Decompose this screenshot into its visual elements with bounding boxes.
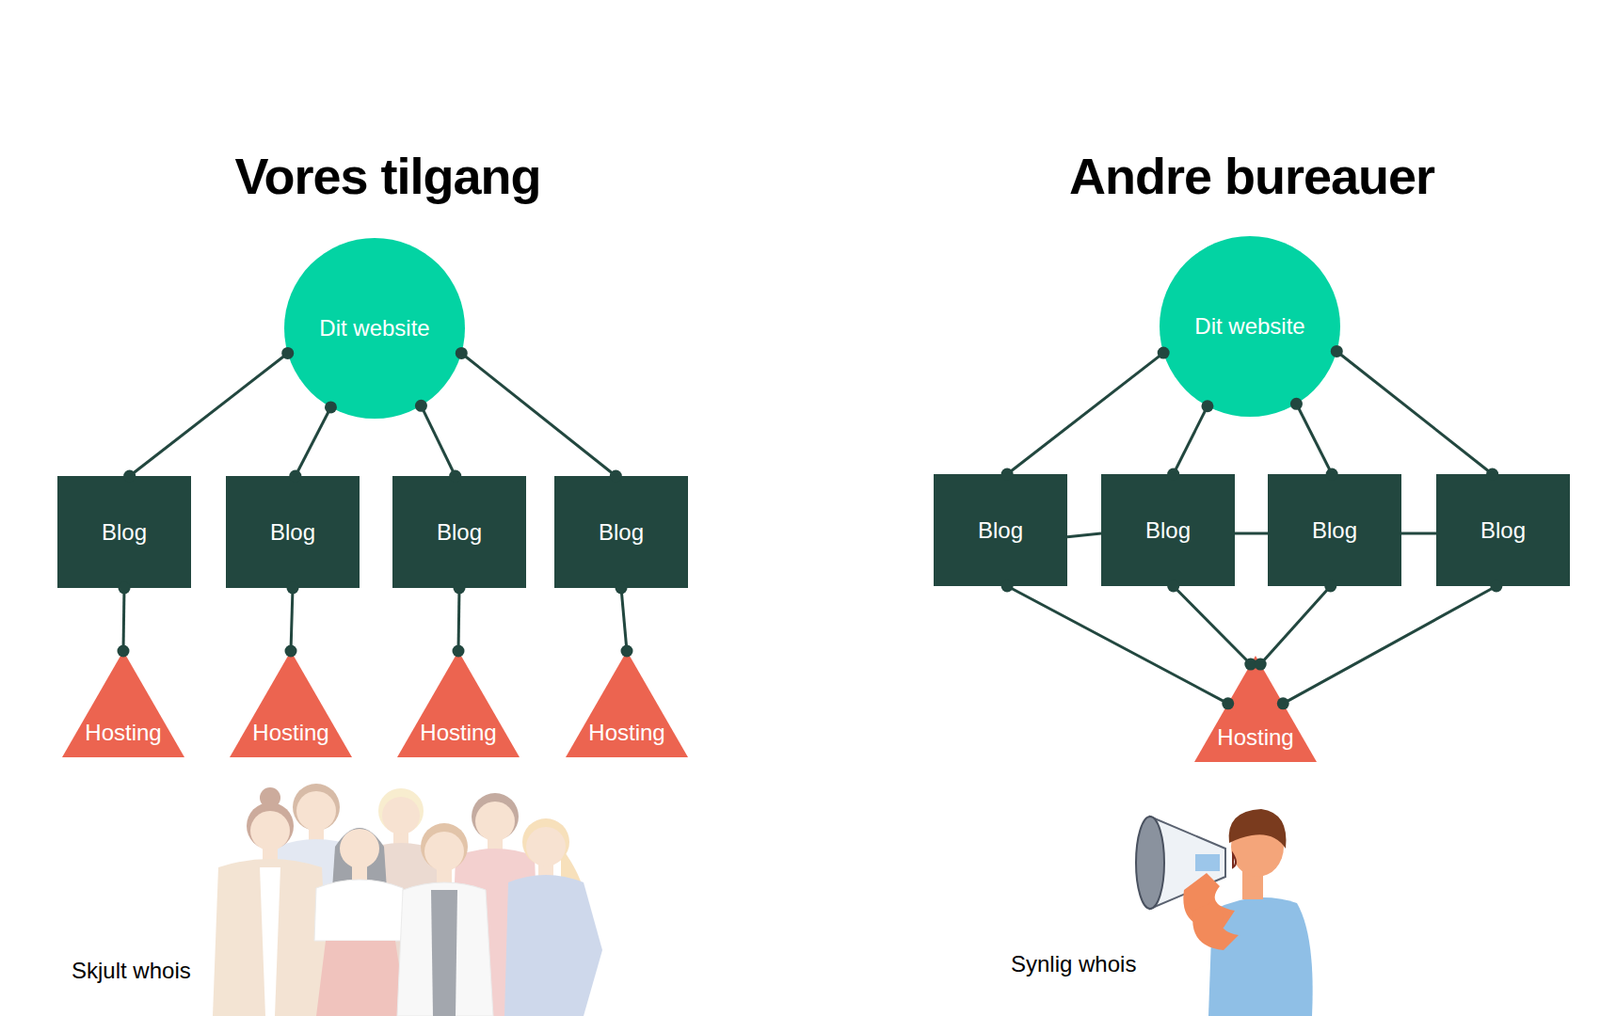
- node-label: Hosting: [588, 720, 665, 747]
- hosting-triangle: Hosting: [565, 651, 688, 758]
- hosting-triangle: Hosting: [229, 651, 352, 758]
- panel-heading: Vores tilgang: [234, 146, 541, 206]
- connector-dot: [1167, 580, 1180, 593]
- hosting-triangle: Hosting: [62, 651, 185, 758]
- website-circle: Dit website: [1159, 236, 1341, 417]
- whois-note: Skjult whois: [71, 958, 192, 985]
- node-title: Blog: [270, 519, 316, 546]
- connector-dot: [453, 582, 466, 595]
- blog-box: Blog: [554, 476, 688, 589]
- connector-line: [1296, 403, 1332, 475]
- connector-line: [461, 352, 616, 477]
- connector-dot: [1330, 345, 1344, 358]
- person: [504, 818, 603, 1016]
- connector-dot: [415, 400, 428, 413]
- connector-dot: [621, 645, 634, 658]
- connector-dot: [1221, 697, 1234, 710]
- hosting-triangle: Hosting: [1194, 656, 1317, 763]
- node-label: Hosting: [419, 720, 496, 747]
- connector-dot: [1157, 347, 1170, 360]
- connector-dot: [1290, 398, 1303, 411]
- node-title: Dit website: [1194, 313, 1305, 340]
- whois-note: Synlig whois: [1010, 951, 1136, 978]
- connector-dot: [452, 645, 465, 658]
- connector-dot: [1326, 468, 1339, 481]
- connector-line: [290, 588, 293, 652]
- blog-box: Blog: [1436, 474, 1570, 587]
- connector-dot: [285, 645, 298, 658]
- connector-line: [1336, 351, 1492, 475]
- connector-dot: [1200, 400, 1214, 413]
- connector-dot: [1167, 468, 1180, 481]
- connector-line: [1401, 532, 1437, 536]
- megaphone-man: [1136, 809, 1313, 1016]
- connector-line: [1173, 586, 1251, 665]
- node-title: Dit website: [319, 315, 430, 342]
- node-title: Blog: [436, 519, 482, 546]
- blog-box: Blog: [1267, 474, 1402, 587]
- connector-dot: [1277, 697, 1290, 710]
- connector-line: [621, 588, 627, 652]
- blog-box: Blog: [392, 476, 527, 589]
- node-title: Blog: [1312, 517, 1358, 544]
- hosting-triangle: Hosting: [397, 651, 520, 758]
- connector-dot: [448, 470, 462, 483]
- connector-line: [1067, 533, 1102, 538]
- people-group: [212, 784, 603, 1016]
- node-label: Hosting: [252, 720, 329, 747]
- person: [314, 828, 407, 1016]
- connector-dot: [615, 582, 628, 595]
- website-circle: Dit website: [284, 238, 465, 419]
- node-title: Blog: [598, 519, 644, 546]
- connector-line: [123, 588, 125, 652]
- connector-dot: [324, 400, 337, 414]
- connector-line: [420, 405, 455, 477]
- node-label: Hosting: [1216, 724, 1294, 752]
- connector-dot: [288, 470, 302, 483]
- connector-dot: [1489, 580, 1503, 593]
- connector-dot: [1001, 468, 1014, 481]
- node-title: Blog: [1480, 517, 1526, 544]
- blog-box: Blog: [933, 474, 1068, 587]
- connector-line: [295, 407, 332, 477]
- connector-line: [1260, 586, 1331, 665]
- blog-box: Blog: [225, 476, 360, 589]
- connector-line: [1007, 352, 1164, 475]
- connector-line: [1173, 406, 1208, 475]
- connector-dot: [287, 582, 300, 595]
- connector-dot: [117, 645, 130, 658]
- node-title: Blog: [101, 519, 147, 546]
- connector-line: [1282, 586, 1497, 704]
- connector-line: [129, 352, 288, 477]
- connector-dot: [281, 347, 294, 360]
- node-label: Hosting: [84, 720, 161, 747]
- node-title: Blog: [1145, 517, 1191, 544]
- connector-dot: [1244, 658, 1257, 672]
- connector-line: [1007, 586, 1229, 704]
- blog-box: Blog: [1101, 474, 1235, 587]
- connector-dot: [118, 582, 131, 595]
- node-title: Blog: [977, 517, 1024, 544]
- connector-dot: [1001, 580, 1014, 593]
- connector-dot: [609, 470, 623, 483]
- connector-line: [458, 588, 460, 652]
- connector-dot: [1324, 580, 1337, 593]
- panel-heading: Andre bureauer: [1069, 146, 1435, 206]
- person: [212, 787, 330, 1016]
- person: [397, 823, 494, 1016]
- blog-box: Blog: [57, 476, 192, 589]
- connector-dot: [123, 470, 136, 483]
- connector-dot: [455, 347, 468, 360]
- connector-dot: [1254, 658, 1267, 672]
- connector-dot: [1486, 468, 1499, 481]
- connector-line: [1234, 532, 1268, 536]
